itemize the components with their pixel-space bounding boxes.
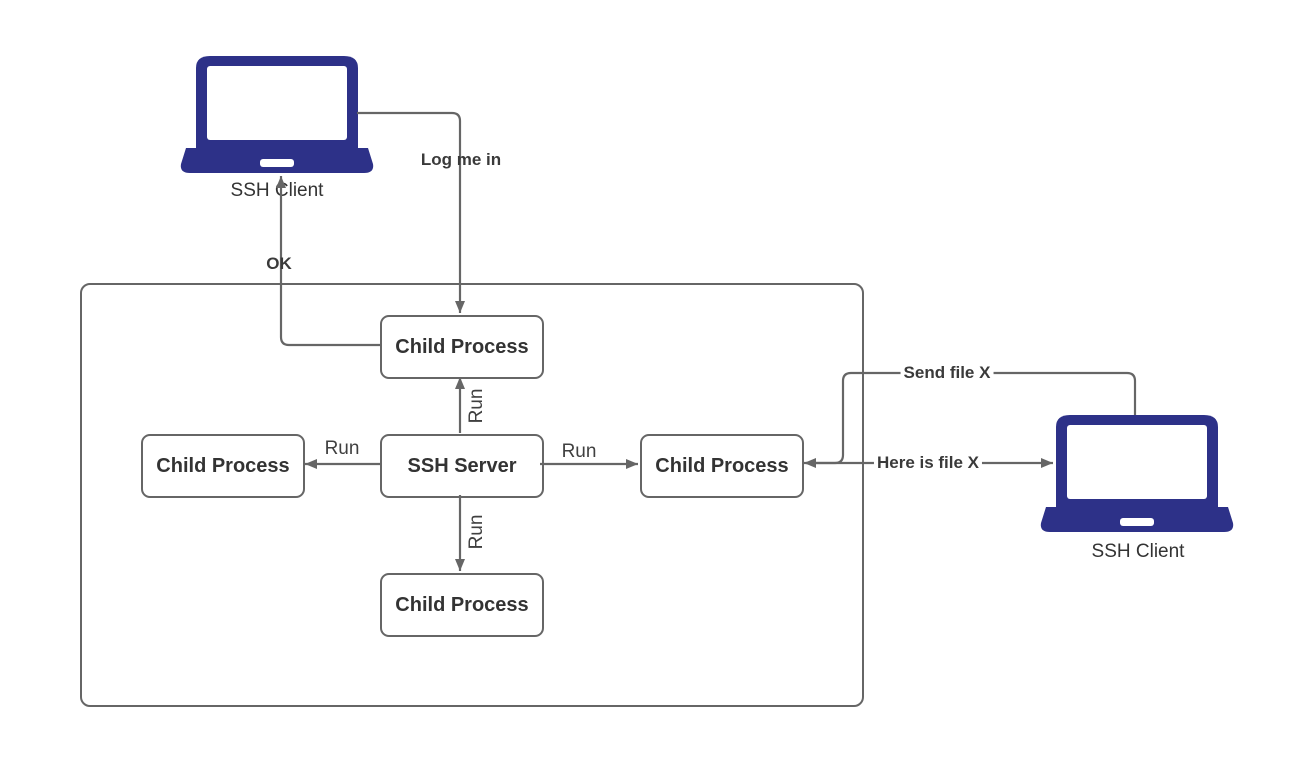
laptop-screen (207, 66, 347, 140)
child-process-bottom-label: Child Process (395, 593, 529, 616)
child-process-left-label: Child Process (156, 454, 290, 477)
ssh-client-right-label: SSH Client (1091, 541, 1185, 562)
edge-label-run-left: Run (324, 438, 360, 459)
child-process-right-label: Child Process (655, 454, 789, 477)
child-process-right-node: Child Process (640, 434, 804, 498)
edge-label-run-up: Run (466, 388, 487, 424)
laptop-notch (1120, 518, 1154, 526)
laptop-icon (1040, 415, 1234, 532)
edge-label-run-right: Run (561, 441, 597, 462)
edge-label-ok: OK (266, 254, 292, 273)
laptop-screen (1067, 425, 1207, 499)
ssh-client-left-label: SSH Client (230, 180, 324, 201)
edge-label-log-me-in: Log me in (420, 150, 502, 169)
edge-label-here-is-file: Here is file X (873, 453, 983, 473)
child-process-bottom-node: Child Process (380, 573, 544, 637)
edge-label-run-down: Run (466, 514, 487, 550)
laptop-notch (260, 159, 294, 167)
edge-label-send-file: Send file X (900, 363, 994, 383)
ssh-server-node: SSH Server (380, 434, 544, 498)
child-process-left-node: Child Process (141, 434, 305, 498)
ssh-server-label: SSH Server (407, 454, 517, 477)
laptop-icon (180, 56, 374, 173)
child-process-top-node: Child Process (380, 315, 544, 379)
child-process-top-label: Child Process (395, 335, 529, 358)
